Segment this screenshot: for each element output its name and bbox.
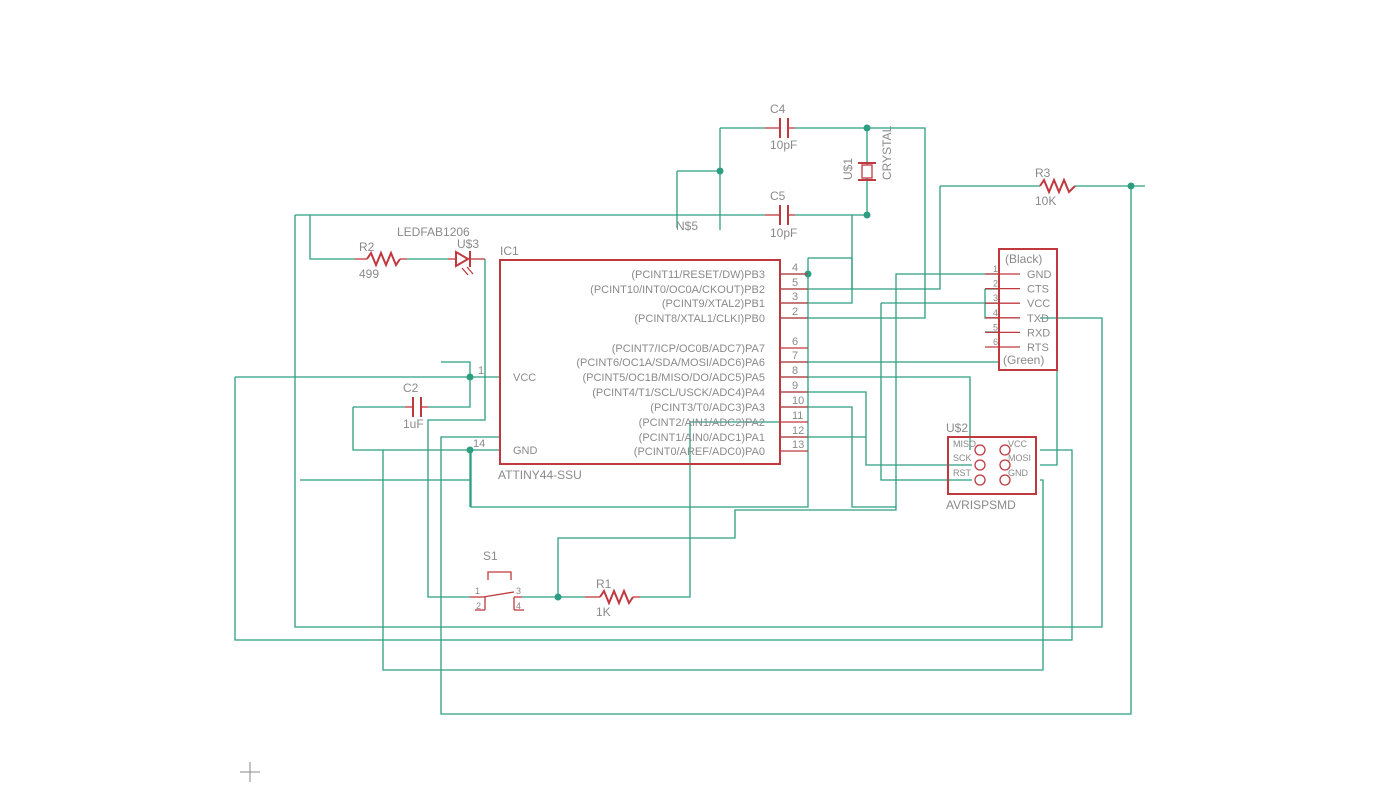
avrisp-u2[interactable]: U$2 AVRISPSMD MISO SCK RST VCC MOSI GND — [946, 421, 1037, 512]
ic1-gnd-num: 14 — [473, 438, 485, 450]
ic1-pin-name: (PCINT5/OC1B/MISO/DO/ADC5)PA5 — [582, 372, 765, 384]
capacitor-c2[interactable]: C2 1uF — [403, 381, 428, 431]
ic1-value: ATTINY44-SSU — [498, 468, 582, 482]
c2-value: 1uF — [403, 417, 424, 431]
junctions — [466, 124, 1135, 601]
u1-ref: U$1 — [841, 158, 855, 180]
ftdi-bottom-label: (Green) — [1003, 353, 1044, 367]
u2-value: AVRISPSMD — [946, 498, 1016, 512]
ic1-gnd-label: GND — [513, 445, 538, 457]
u2-pin-gnd: GND — [1008, 468, 1029, 478]
ic1-pin-number: 4 — [792, 262, 798, 274]
ic1-pin-number: 9 — [792, 380, 798, 392]
u2-pin-rst: RST — [953, 468, 972, 478]
ic1-pin-name: (PCINT2/AIN1/ADC2)PA2 — [639, 417, 765, 429]
switch-s1[interactable]: S1 1 2 3 4 — [470, 549, 524, 611]
ic1-ref: IC1 — [500, 244, 519, 258]
ftdi-pin-name: TXD — [1027, 313, 1049, 325]
ic1-vcc-num: 1 — [478, 365, 484, 377]
r2-ref: R2 — [359, 240, 375, 254]
crosshair-origin-icon — [240, 762, 260, 782]
r1-value: 1K — [596, 605, 611, 619]
ic1-pin-name: (PCINT1/AIN0/ADC1)PA1 — [639, 432, 765, 444]
resistor-r3[interactable]: R3 10K — [1035, 166, 1076, 208]
ftdi-pin-number: 4 — [993, 308, 998, 318]
c5-value: 10pF — [770, 226, 797, 240]
c4-ref: C4 — [770, 102, 786, 116]
ic1-pin-number: 5 — [792, 277, 798, 289]
ic1-pin-number: 7 — [792, 350, 798, 362]
ic1-pin-name: (PCINT9/XTAL2)PB1 — [662, 298, 765, 310]
resistor-r2[interactable]: R2 499 — [355, 240, 407, 281]
ftdi-top-label: (Black) — [1005, 252, 1042, 266]
ic1-pin-number: 6 — [792, 336, 798, 348]
s1-pin2: 2 — [476, 601, 481, 611]
ftdi-pin-name: VCC — [1027, 298, 1050, 310]
s1-pin1: 1 — [475, 586, 480, 596]
ic1-pin-name: (PCINT6/OC1A/SDA/MOSI/ADC6)PA6 — [576, 357, 765, 369]
ic1-pin-number: 13 — [792, 439, 804, 451]
r1-ref: R1 — [596, 577, 612, 591]
ic1-pin-number: 10 — [792, 395, 804, 407]
ic1-pin-name: (PCINT11/RESET/DW)PB3 — [631, 269, 765, 281]
ic1-pin-number: 12 — [792, 425, 804, 437]
ic1-pin-number: 3 — [792, 291, 798, 303]
ic1-pin-name: (PCINT0/AREF/ADC0)PA0 — [634, 446, 765, 458]
ic1-pin-number: 8 — [792, 365, 798, 377]
s1-pin3: 3 — [516, 586, 521, 596]
r3-value: 10K — [1035, 194, 1056, 208]
crystal-u1[interactable]: U$1 CRYSTAL — [841, 125, 894, 181]
c4-value: 10pF — [770, 138, 797, 152]
r3-ref: R3 — [1035, 166, 1051, 180]
ftdi-pin-name: GND — [1027, 269, 1052, 281]
ic1-pin-name: (PCINT8/XTAL1/CLKI)PB0 — [634, 313, 765, 325]
resistor-r1[interactable]: R1 1K — [585, 577, 640, 619]
ftdi-pin-name: RTS — [1027, 342, 1049, 354]
c5-ref: C5 — [770, 189, 786, 203]
ftdi-pin-number: 2 — [993, 279, 998, 289]
u3-ref: U$3 — [457, 237, 479, 251]
ftdi-pin-name: RXD — [1027, 327, 1050, 339]
ic1-pin-name: (PCINT3/T0/ADC3)PA3 — [650, 402, 765, 414]
ic1-vcc-label: VCC — [513, 372, 536, 384]
wires — [234, 127, 1145, 715]
s1-pin4: 4 — [516, 601, 521, 611]
s1-ref: S1 — [483, 549, 498, 563]
u1-value: CRYSTAL — [880, 125, 894, 180]
u2-pin-mosi: MOSI — [1008, 453, 1031, 463]
capacitor-c4[interactable]: C4 10pF — [765, 102, 797, 152]
ic1-pin-name: (PCINT10/INT0/OC0A/CKOUT)PB2 — [590, 284, 765, 296]
ic1-attiny44[interactable]: IC1 ATTINY44-SSU VCC 1 GND 14 (PCINT11/R… — [473, 244, 808, 482]
ftdi-pin-number: 5 — [993, 322, 998, 332]
u2-ref: U$2 — [946, 421, 968, 435]
capacitor-c5[interactable]: C5 10pF — [765, 189, 797, 240]
ic1-pin-number: 11 — [792, 410, 803, 422]
ic1-pin-name: (PCINT4/T1/SCL/USCK/ADC4)PA4 — [592, 387, 765, 399]
u3-value: LEDFAB1206 — [397, 225, 470, 239]
ic1-pin-number: 2 — [792, 306, 798, 318]
net-label-n5: N$5 — [676, 219, 698, 233]
u2-pin-miso: MISO — [953, 439, 976, 449]
ftdi-pin-number: 6 — [993, 337, 998, 347]
ic1-pin-name: (PCINT7/ICP/OC0B/ADC7)PA7 — [612, 343, 765, 355]
c2-ref: C2 — [403, 381, 419, 395]
led-u3[interactable]: LEDFAB1206 U$3 — [397, 225, 485, 276]
ftdi-pin-number: 3 — [993, 293, 998, 303]
ftdi-pin-name: CTS — [1027, 284, 1049, 296]
u2-pin-sck: SCK — [953, 453, 972, 463]
ftdi-pin-number: 1 — [993, 264, 998, 274]
ic1-right-pins: (PCINT11/RESET/DW)PB3 4 (PCINT10/INT0/OC0A… — [576, 262, 808, 458]
r2-value: 499 — [359, 267, 379, 281]
u2-pin-vcc: VCC — [1008, 439, 1028, 449]
